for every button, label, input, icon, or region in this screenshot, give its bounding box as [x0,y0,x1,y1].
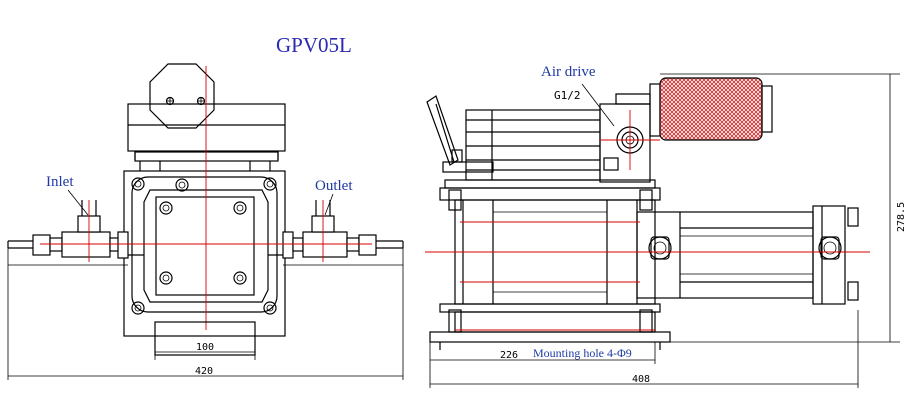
drawing-title: GPV05L [276,33,352,57]
front-base-width-dim: 100 [196,342,214,353]
inlet-label: Inlet [46,174,74,190]
port-size-label: G1/2 [554,89,581,102]
side-base-length-dim: 226 [500,350,518,361]
mounting-hole-label: Mounting hole 4-Φ9 [533,346,632,360]
outlet-label: Outlet [315,178,353,194]
inlet-fitting [7,200,129,266]
side-view: 226 408 278.5 [425,73,907,388]
front-bolts [131,177,277,315]
muffler-filter [659,77,763,141]
side-height-dim: 278.5 [896,202,907,232]
front-view: 100 420 [7,63,404,380]
side-overall-length-dim: 408 [632,374,650,385]
front-overall-width-dim: 420 [195,366,213,377]
outlet-fitting [282,200,404,266]
air-drive-label: Air drive [541,64,596,80]
